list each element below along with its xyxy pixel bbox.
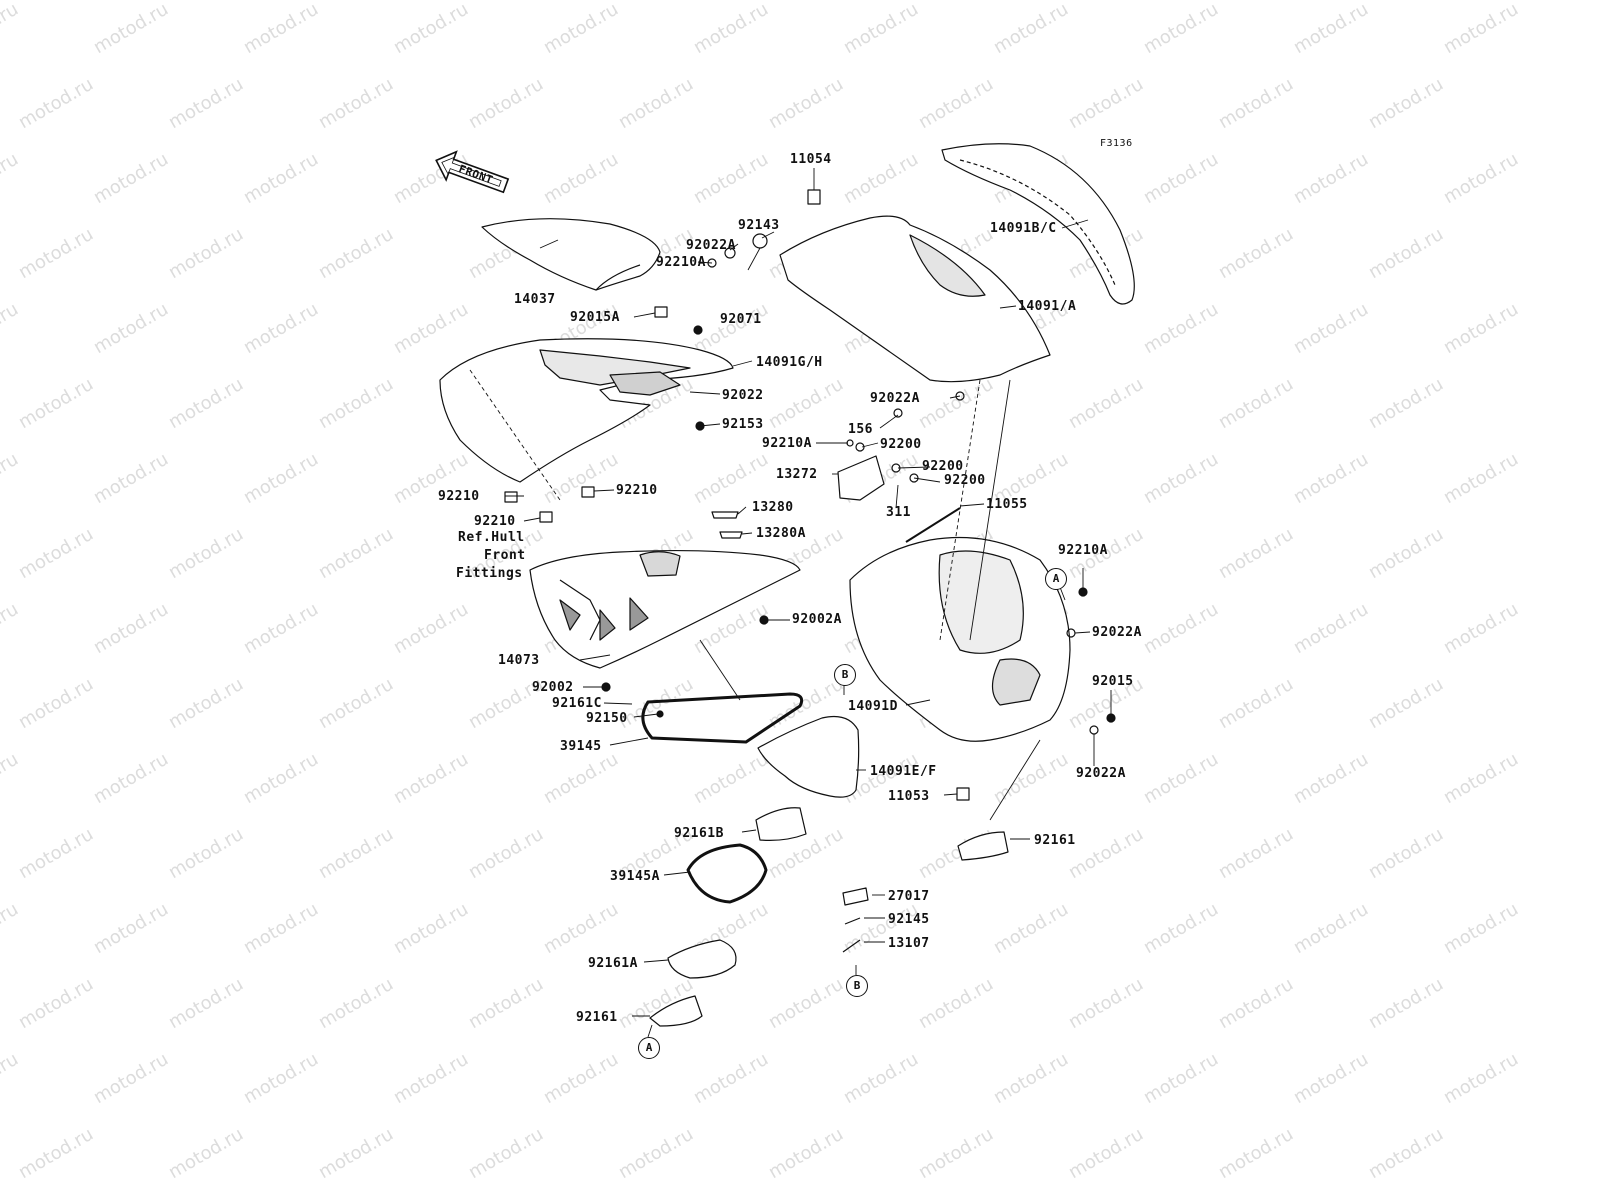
label-92022A-mid: 92022A xyxy=(870,391,920,406)
part-11054-shape xyxy=(807,189,821,205)
label-39145A: 39145A xyxy=(610,869,660,884)
part-39145-shape xyxy=(641,692,804,744)
label-13272: 13272 xyxy=(776,467,818,482)
label-92015A: 92015A xyxy=(570,310,620,325)
ref-marker-a-top: A xyxy=(1045,568,1067,590)
ref-marker-b-top: B xyxy=(834,664,856,686)
label-92161A: 92161A xyxy=(588,956,638,971)
ref-marker-b-bottom: B xyxy=(846,975,868,997)
label-92150: 92150 xyxy=(586,711,628,726)
label-92143: 92143 xyxy=(738,218,780,233)
part-92161R-shape xyxy=(957,831,1009,861)
label-14091EF: 14091E/F xyxy=(870,764,937,779)
label-92161-left: 92161 xyxy=(576,1010,618,1025)
part-14091A-shape xyxy=(779,215,1051,383)
label-92145: 92145 xyxy=(888,912,930,927)
part-27017-shape xyxy=(842,887,869,906)
label-92210A-top: 92210A xyxy=(656,255,706,270)
part-11053-shape xyxy=(956,787,970,801)
label-14091GH: 14091G/H xyxy=(756,355,823,370)
part-14037-shape xyxy=(481,218,661,291)
front-arrow-icon xyxy=(435,150,510,194)
part-14091EF-shape xyxy=(757,715,860,798)
label-92210-right: 92210 xyxy=(616,483,658,498)
label-11054: 11054 xyxy=(790,152,832,167)
label-14073: 14073 xyxy=(498,653,540,668)
label-92210-left: 92210 xyxy=(438,489,480,504)
label-13107: 13107 xyxy=(888,936,930,951)
label-92153: 92153 xyxy=(722,417,764,432)
label-92071: 92071 xyxy=(720,312,762,327)
part-92161L-shape xyxy=(649,995,703,1027)
label-92161-right: 92161 xyxy=(1034,833,1076,848)
figure-code: F3136 xyxy=(1100,138,1133,149)
part-14073-shape xyxy=(529,549,801,669)
label-92022A-right: 92022A xyxy=(1092,625,1142,640)
label-92200-a: 92200 xyxy=(880,437,922,452)
label-311: 311 xyxy=(886,505,911,520)
part-92161B-shape xyxy=(755,807,807,841)
label-92200-c: 92200 xyxy=(944,473,986,488)
label-92022A-top: 92022A xyxy=(686,238,736,253)
label-13280A: 13280A xyxy=(756,526,806,541)
label-27017: 27017 xyxy=(888,889,930,904)
label-39145: 39145 xyxy=(560,739,602,754)
label-92022A-bottom: 92022A xyxy=(1076,766,1126,781)
label-156: 156 xyxy=(848,422,873,437)
ref-marker-a-bottom: A xyxy=(638,1037,660,1059)
label-92022: 92022 xyxy=(722,388,764,403)
label-11055: 11055 xyxy=(986,497,1028,512)
note-fittings: Fittings xyxy=(456,566,523,581)
label-14091D: 14091D xyxy=(848,699,898,714)
label-14091BC: 14091B/C xyxy=(990,221,1057,236)
label-92002A: 92002A xyxy=(792,612,842,627)
label-14091A: 14091/A xyxy=(1018,299,1077,314)
label-13280: 13280 xyxy=(752,500,794,515)
label-14037: 14037 xyxy=(514,292,556,307)
part-14091BC-shape xyxy=(941,143,1135,305)
label-92002: 92002 xyxy=(532,680,574,695)
label-92210-bottom: 92210 xyxy=(474,514,516,529)
label-11053: 11053 xyxy=(888,789,930,804)
part-92161A-shape xyxy=(667,939,737,979)
label-92210A-right: 92210A xyxy=(1058,543,1108,558)
part-13272-shape xyxy=(837,455,885,501)
part-39145A-shape xyxy=(686,843,768,904)
note-ref-hull: Ref.Hull xyxy=(458,530,525,545)
label-92210A-mid: 92210A xyxy=(762,436,812,451)
note-front: Front xyxy=(484,548,526,563)
label-92200-b: 92200 xyxy=(922,459,964,474)
label-92015: 92015 xyxy=(1092,674,1134,689)
label-92161C: 92161C xyxy=(552,696,602,711)
label-92161B: 92161B xyxy=(674,826,724,841)
